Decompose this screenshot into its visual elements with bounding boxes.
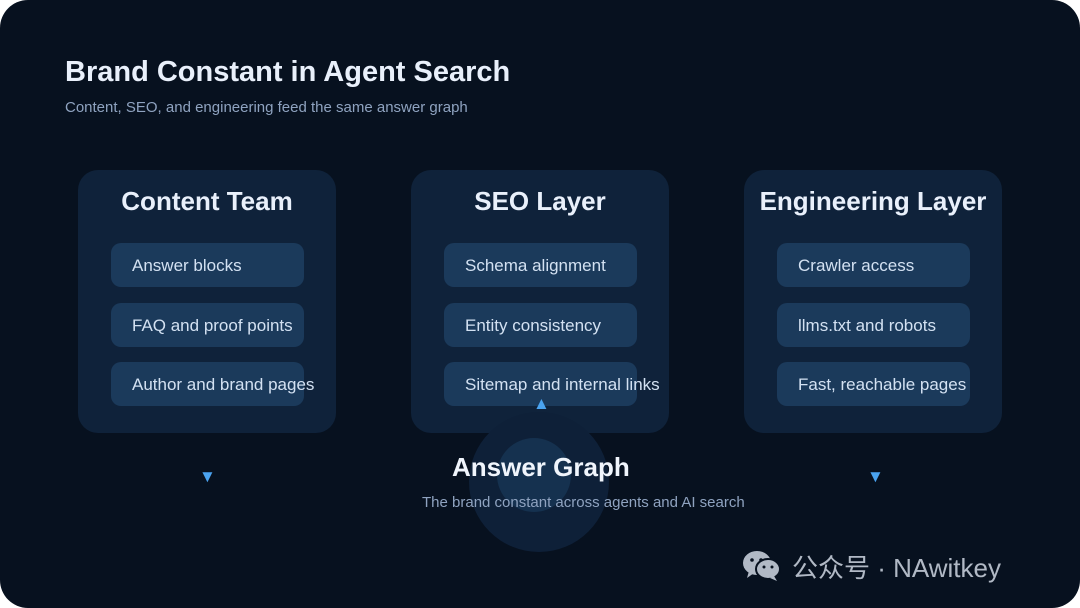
card-item: FAQ and proof points	[111, 303, 304, 347]
card-engineering-layer: Engineering Layer Crawler access llms.tx…	[744, 170, 1002, 433]
arrow-down-icon: ▼	[867, 467, 884, 486]
hub-halo-inner	[497, 438, 571, 512]
card-item-label: Crawler access	[798, 256, 915, 275]
watermark-text: 公众号 · NAwitkey	[792, 552, 1001, 583]
card-item: Fast, reachable pages	[777, 362, 970, 406]
card-title: Content Team	[121, 186, 293, 216]
hub-title: Answer Graph	[452, 452, 630, 482]
card-title: SEO Layer	[474, 186, 606, 216]
card-item-label: Answer blocks	[132, 256, 242, 275]
arrow-down-icon: ▼	[199, 467, 216, 486]
card-item-label: Sitemap and internal links	[465, 375, 660, 394]
card-item-label: llms.txt and robots	[798, 316, 936, 335]
card-item: Entity consistency	[444, 303, 637, 347]
page-title: Brand Constant in Agent Search	[65, 56, 511, 88]
card-item-label: Author and brand pages	[132, 375, 315, 394]
card-item-label: FAQ and proof points	[132, 316, 293, 335]
card-item-label: Entity consistency	[465, 316, 602, 335]
card-item: Schema alignment	[444, 243, 637, 287]
card-item: llms.txt and robots	[777, 303, 970, 347]
card-seo-layer: SEO Layer Schema alignment Entity consis…	[411, 170, 669, 433]
card-content-team: Content Team Answer blocks FAQ and proof…	[78, 170, 336, 433]
card-item: Answer blocks	[111, 243, 304, 287]
card-item: Sitemap and internal links	[444, 362, 660, 406]
wechat-icon	[743, 551, 781, 581]
page-subtitle: Content, SEO, and engineering feed the s…	[65, 99, 468, 116]
card-title: Engineering Layer	[759, 186, 987, 216]
card-item: Crawler access	[777, 243, 970, 287]
card-item: Author and brand pages	[111, 362, 314, 406]
watermark: 公众号 · NAwitkey	[742, 548, 1001, 584]
hub-subtitle: The brand constant across agents and AI …	[422, 494, 745, 511]
card-item-label: Schema alignment	[465, 256, 606, 275]
arrow-up-icon: ▲	[533, 394, 550, 413]
card-item-label: Fast, reachable pages	[798, 375, 967, 394]
